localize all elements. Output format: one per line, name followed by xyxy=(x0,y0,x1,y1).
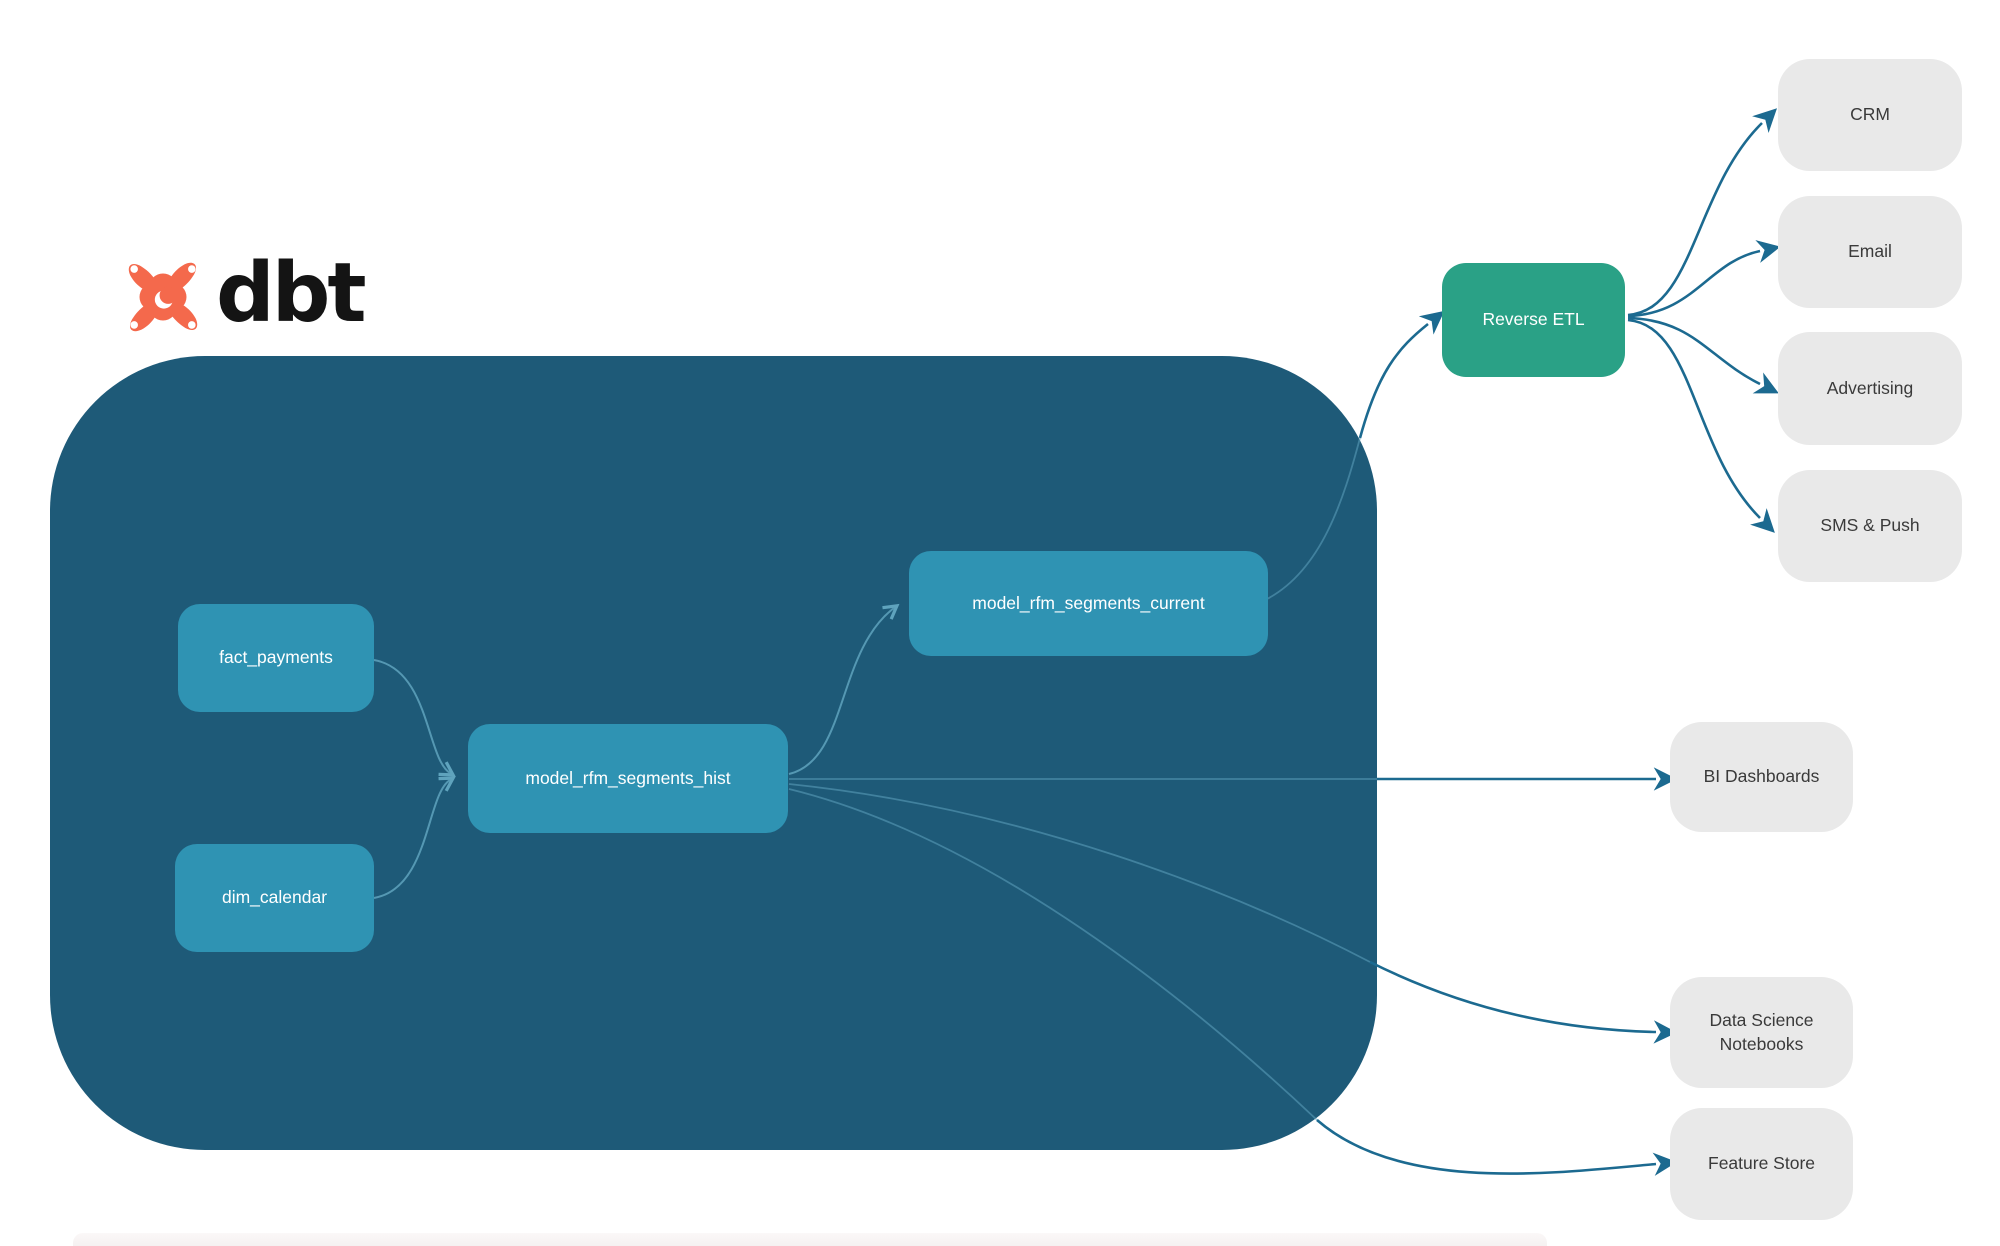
node-model-rfm-segments-current: model_rfm_segments_current xyxy=(909,551,1268,656)
edge-reverse-etl-to-sms-push xyxy=(1627,318,1775,533)
node-fact-payments: fact_payments xyxy=(178,604,374,712)
node-dim-calendar: dim_calendar xyxy=(175,844,374,952)
edge-reverse-etl-to-advertising xyxy=(1627,316,1779,394)
edge-hist-to-feature-store xyxy=(1316,1119,1677,1176)
node-label: Reverse ETL xyxy=(1482,309,1585,330)
edge-reverse-etl-to-email xyxy=(1627,240,1781,318)
edge-reverse-etl-to-crm xyxy=(1627,108,1777,317)
node-label: model_rfm_segments_hist xyxy=(525,767,731,788)
node-bi-dashboards: BI Dashboards xyxy=(1670,722,1853,832)
node-label: BI Dashboards xyxy=(1703,766,1820,787)
node-label: CRM xyxy=(1850,104,1890,125)
node-label: Feature Store xyxy=(1708,1153,1815,1174)
node-feature-store: Feature Store xyxy=(1670,1108,1853,1220)
bottom-edge-artifact xyxy=(73,1233,1547,1246)
node-reverse-etl: Reverse ETL xyxy=(1442,263,1625,377)
node-label: SMS & Push xyxy=(1820,515,1920,536)
edge-current-to-reverse-etl xyxy=(1358,310,1445,439)
dbt-logo: dbt xyxy=(120,246,367,342)
node-label: dim_calendar xyxy=(221,887,328,908)
node-label: Email xyxy=(1848,241,1892,262)
node-model-rfm-segments-hist: model_rfm_segments_hist xyxy=(468,724,788,833)
node-email: Email xyxy=(1778,196,1962,308)
node-crm: CRM xyxy=(1778,59,1962,171)
node-sms-push: SMS & Push xyxy=(1778,470,1962,582)
node-label: Data Science Notebooks xyxy=(1709,1009,1814,1054)
node-advertising: Advertising xyxy=(1778,332,1962,445)
node-data-science-notebooks: Data Science Notebooks xyxy=(1670,977,1853,1088)
node-label: fact_payments xyxy=(219,647,333,668)
node-label: Advertising xyxy=(1826,377,1914,398)
dbt-star-icon xyxy=(128,262,198,332)
edge-hist-to-data-science xyxy=(1369,960,1678,1044)
node-label: model_rfm_segments_current xyxy=(972,592,1205,613)
dbt-wordmark: dbt xyxy=(216,246,367,341)
